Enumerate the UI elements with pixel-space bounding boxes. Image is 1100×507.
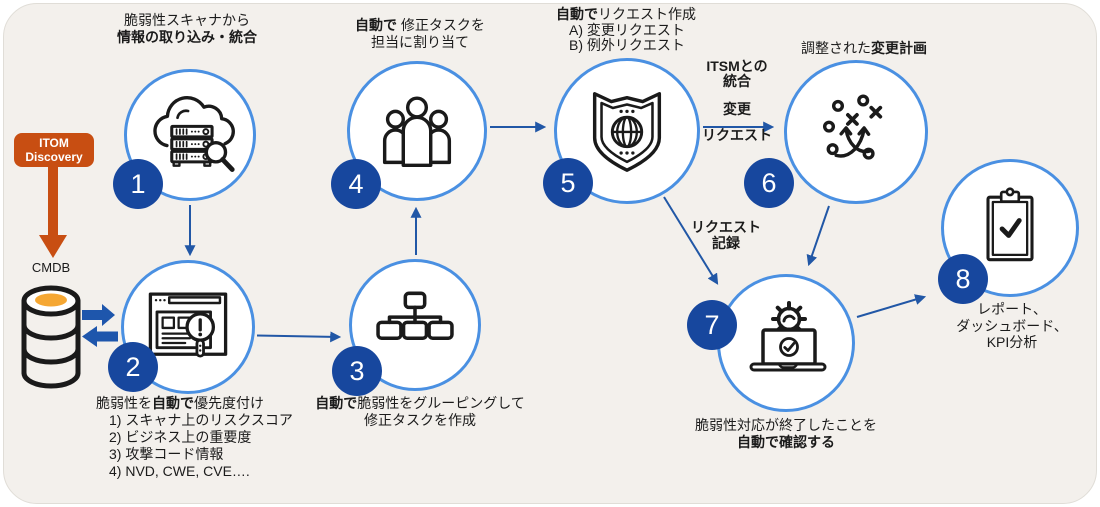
step2-caption-line1: 脆弱性を自動で優先度付け: [96, 395, 264, 411]
step4-caption-line1: 自動で 修正タスクを: [355, 17, 485, 33]
cloud-server-scan-icon: [153, 96, 235, 172]
arrow-step6-to-step7: [806, 205, 830, 267]
step2-caption-item: 2) ビジネス上の重要度: [109, 429, 252, 445]
team-icon: [382, 96, 452, 168]
clipboard-check-icon: [986, 187, 1034, 262]
down-arrow-icon: [39, 167, 67, 258]
step6-circle: [784, 60, 928, 204]
step2-caption-item: 1) スキャナ上のリスクスコア: [109, 412, 293, 428]
arrow-step5-to-step7: [663, 196, 719, 285]
sync-block-arrows-icon: [82, 304, 118, 347]
change-request-edge-label-line1: 変更: [723, 101, 751, 117]
vulnerability-browser-icon: [148, 292, 228, 358]
step7-badge: 7: [687, 300, 737, 350]
step4-circle: [347, 61, 487, 201]
step5-badge: 5: [543, 158, 593, 208]
step2-caption-item: 4) NVD, CWE, CVE….: [109, 463, 250, 479]
step5-caption-line1: 自動でリクエスト作成: [556, 6, 696, 22]
change-plan-strategy-icon: [822, 94, 883, 160]
step6-badge: 6: [744, 158, 794, 208]
step2-caption-item: 3) 攻撃コード情報: [109, 446, 224, 462]
step6-caption: 調整された変更計画: [801, 40, 927, 56]
step1-caption-line2: 情報の取り込み・統合: [117, 29, 257, 45]
arrow-step7-to-step8: [856, 294, 927, 318]
step5-caption-item-b: B) 例外リクエスト: [569, 37, 685, 53]
itom-discovery-box: ITOM Discovery: [14, 133, 94, 167]
step1-caption: 脆弱性スキャナから 情報の取り込み・統合: [62, 12, 312, 46]
arrow-step2-to-step3: [256, 331, 342, 343]
database-icon: [21, 285, 81, 389]
step5-caption: 自動でリクエスト作成 A) 変更リクエスト B) 例外リクエスト: [556, 6, 746, 54]
step7-caption-line1: 脆弱性対応が終了したことを: [695, 417, 877, 433]
itom-label-line2: Discovery: [25, 150, 83, 164]
step8-circle: [941, 159, 1079, 297]
cmdb-label: CMDB: [31, 260, 71, 275]
step3-caption-line1: 自動で脆弱性をグルーピングして: [315, 395, 525, 411]
step3-caption: 自動で脆弱性をグルーピングして 修正タスクを作成: [298, 395, 542, 429]
step7-caption: 脆弱性対応が終了したことを 自動で確認する: [666, 417, 906, 451]
itom-label-line1: ITOM: [39, 136, 69, 150]
step4-badge: 4: [331, 159, 381, 209]
grouping-hierarchy-icon: [376, 291, 454, 340]
step3-caption-line2: 修正タスクを作成: [364, 412, 476, 428]
step4-caption: 自動で 修正タスクを 担当に割り当て: [295, 17, 545, 51]
step2-caption: 脆弱性を自動で優先度付け 1) スキャナ上のリスクスコア 2) ビジネス上の重要…: [96, 395, 336, 480]
step8-caption: レポート、 ダッシュボード、 KPI分析: [956, 301, 1068, 350]
step1-badge: 1: [113, 159, 163, 209]
itsm-integration-label: ITSMとの 統合: [706, 58, 768, 89]
laptop-gear-check-icon: [749, 301, 827, 372]
change-request-edge-label-line2: リクエスト: [702, 127, 772, 143]
step2-badge: 2: [108, 342, 158, 392]
step4-caption-line2: 担当に割り当て: [371, 34, 469, 50]
step7-caption-line2: 自動で確認する: [737, 434, 835, 450]
step5-caption-item-a: A) 変更リクエスト: [569, 21, 685, 38]
request-record-label: リクエスト 記録: [691, 219, 761, 251]
step8-badge: 8: [938, 254, 988, 304]
step7-circle: [717, 274, 855, 412]
step3-badge: 3: [332, 346, 382, 396]
shield-globe-icon: [592, 92, 662, 172]
step1-caption-line1: 脆弱性スキャナから: [124, 12, 250, 28]
